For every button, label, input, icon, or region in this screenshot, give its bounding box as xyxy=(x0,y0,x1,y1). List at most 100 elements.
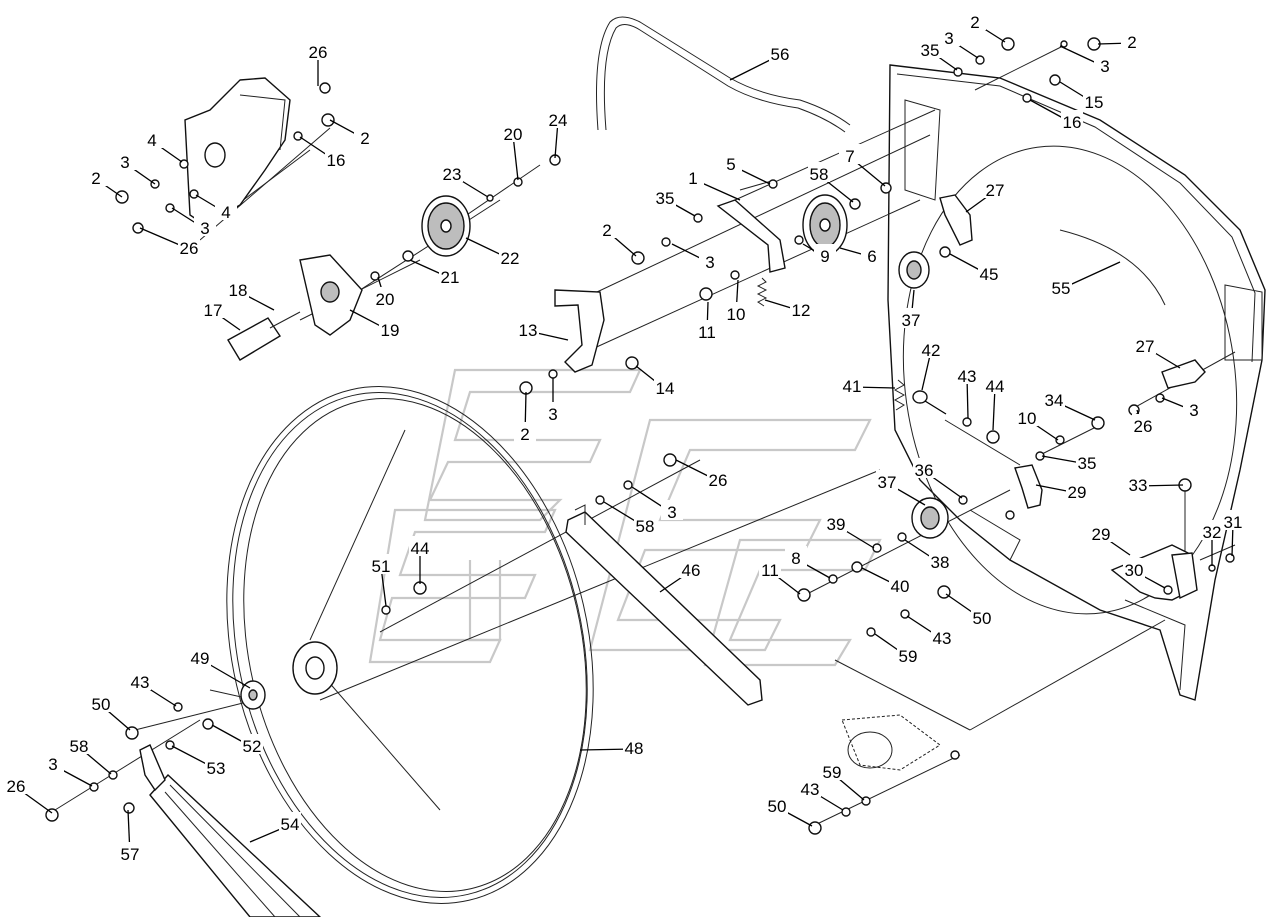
callout-label-7: 7 xyxy=(845,147,854,166)
callout-label-57: 57 xyxy=(121,845,140,864)
callout-label-bg xyxy=(596,218,618,238)
callout-label-bg xyxy=(141,128,163,148)
idler-37-lower xyxy=(911,497,949,539)
bracket-19 xyxy=(299,254,363,336)
callout-label-2: 2 xyxy=(360,129,369,148)
callout-label-13: 13 xyxy=(519,321,538,340)
callout-label-4: 4 xyxy=(221,203,230,222)
callout-label-bg xyxy=(919,38,941,58)
callout-label-bg xyxy=(725,302,747,322)
callout-label-bg xyxy=(439,265,461,285)
callout-label-36: 36 xyxy=(915,461,934,480)
callout-label-bg xyxy=(1083,90,1105,110)
callout-label-bg xyxy=(720,152,742,172)
callout-label-3: 3 xyxy=(705,253,714,272)
callout-label-2: 2 xyxy=(970,13,979,32)
callout-label-37: 37 xyxy=(902,311,921,330)
callout-label-bg xyxy=(1201,520,1223,540)
callout-label-bg xyxy=(929,550,951,570)
callout-label-3: 3 xyxy=(548,405,557,424)
callout-label-bg xyxy=(861,244,883,264)
callout-label-52: 52 xyxy=(243,737,262,756)
callout-label-43: 43 xyxy=(958,367,977,386)
callout-label-23: 23 xyxy=(443,165,462,184)
callout-label-58: 58 xyxy=(636,517,655,536)
callout-label-2: 2 xyxy=(602,221,611,240)
callout-label-bg xyxy=(547,108,569,128)
callout-label-bg xyxy=(441,162,463,182)
callout-label-20: 20 xyxy=(376,290,395,309)
callout-label-37: 37 xyxy=(878,473,897,492)
callout-label-20: 20 xyxy=(504,125,523,144)
callout-label-49: 49 xyxy=(191,649,210,668)
callout-label-32: 32 xyxy=(1203,523,1222,542)
callout-label-bg xyxy=(215,200,237,220)
callout-label-bg xyxy=(325,148,347,168)
callout-label-54: 54 xyxy=(281,815,300,834)
callout-label-27: 27 xyxy=(986,181,1005,200)
callout-label-bg xyxy=(956,364,978,384)
callout-label-bg xyxy=(542,402,564,422)
callout-label-bg xyxy=(227,278,249,298)
callout-label-2: 2 xyxy=(520,425,529,444)
callout-label-43: 43 xyxy=(801,780,820,799)
callout-label-bg xyxy=(759,558,781,578)
callout-label-50: 50 xyxy=(973,609,992,628)
bracket-27-right xyxy=(1161,359,1206,389)
callout-label-50: 50 xyxy=(768,797,787,816)
spout xyxy=(841,714,941,771)
callout-label-18: 18 xyxy=(229,281,248,300)
callout-label-3: 3 xyxy=(1189,401,1198,420)
callout-label-3: 3 xyxy=(1100,57,1109,76)
eyebolt-42 xyxy=(912,390,947,415)
bracket-29-upper xyxy=(1014,464,1043,509)
callout-label-bg xyxy=(379,318,401,338)
housing-panel xyxy=(887,64,1266,701)
callout-label-bg xyxy=(964,10,986,30)
watermark-logo xyxy=(368,368,882,667)
callout-label-bg xyxy=(517,318,539,338)
callout-label-38: 38 xyxy=(931,553,950,572)
callout-label-48: 48 xyxy=(625,739,644,758)
callout-label-55: 55 xyxy=(1052,279,1071,298)
callout-label-bg xyxy=(354,126,376,146)
callout-label-17: 17 xyxy=(204,301,223,320)
callout-label-bg xyxy=(374,287,396,307)
callout-label-bg xyxy=(1076,451,1098,471)
callout-label-26: 26 xyxy=(709,471,728,490)
callout-label-3: 3 xyxy=(120,153,129,172)
callout-label-5: 5 xyxy=(726,155,735,174)
callout-label-bg xyxy=(1090,522,1112,542)
callout-label-bg xyxy=(799,777,821,797)
callout-label-bg xyxy=(279,812,301,832)
callout-label-41: 41 xyxy=(843,377,862,396)
callout-label-bg xyxy=(839,144,861,164)
callout-label-42: 42 xyxy=(922,341,941,360)
arm-54 xyxy=(139,744,322,917)
callout-label-bg xyxy=(370,554,392,574)
callout-leader xyxy=(512,134,519,181)
callout-label-11: 11 xyxy=(761,561,779,580)
callout-label-bg xyxy=(699,250,721,270)
callout-label-56: 56 xyxy=(771,45,790,64)
callout-label-bg xyxy=(682,166,704,186)
callout-label-58: 58 xyxy=(810,165,829,184)
callout-label-bg xyxy=(984,374,1006,394)
callout-label-43: 43 xyxy=(933,629,952,648)
callout-label-bg xyxy=(307,40,329,60)
callout-label-22: 22 xyxy=(501,249,520,268)
callout-label-50: 50 xyxy=(92,695,111,714)
callout-label-bg xyxy=(241,734,263,754)
callout-label-bg xyxy=(978,262,1000,282)
callout-label-29: 29 xyxy=(1092,525,1111,544)
callout-label-bg xyxy=(897,644,919,664)
callout-label-24: 24 xyxy=(549,111,568,130)
callout-label-19: 19 xyxy=(381,321,400,340)
callout-label-bg xyxy=(790,298,812,318)
fasteners xyxy=(45,37,1235,835)
callout-label-39: 39 xyxy=(827,515,846,534)
callout-label-bg xyxy=(68,734,90,754)
callout-label-bg xyxy=(814,244,836,264)
callout-label-bg xyxy=(984,178,1006,198)
